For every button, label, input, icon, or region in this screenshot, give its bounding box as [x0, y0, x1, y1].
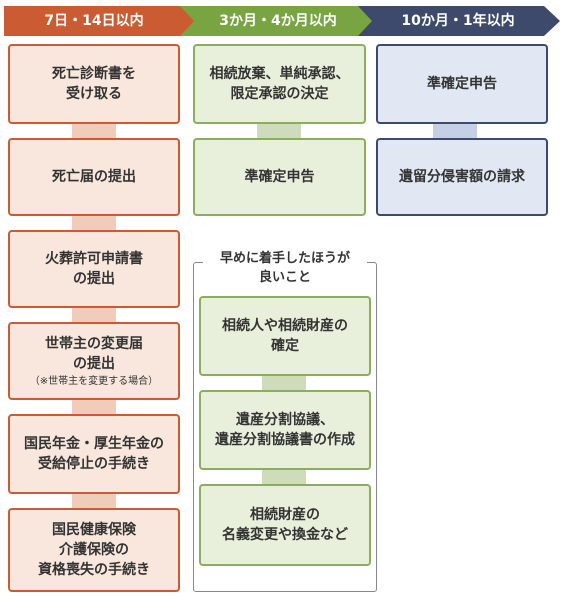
phase-label-2: 3か月・4か月以内 — [219, 13, 337, 29]
step-reserved-portion-claim: 遺留分侵害額の請求 — [376, 138, 548, 216]
step-quasi-tax-return: 準確定申告 — [193, 138, 366, 216]
phase-arrow-1: 7日・14日以内 — [4, 6, 200, 36]
connector — [72, 216, 116, 230]
step-determine-heirs-assets: 相続人や相続財産の 確定 — [199, 296, 371, 376]
connector — [262, 376, 306, 390]
phase-arrow-3: 10か月・1年以内 — [358, 6, 560, 36]
step-division-agreement: 遺産分割協議、 遺産分割協議書の作成 — [199, 390, 371, 470]
connector — [262, 470, 306, 484]
connector — [433, 124, 477, 138]
step-pension-stop: 国民年金・厚生年金の 受給停止の手続き — [8, 414, 180, 494]
step-inheritance-decision: 相続放棄、単純承認、 限定承認の決定 — [193, 44, 366, 124]
step-quasi-tax-return-late: 準確定申告 — [376, 44, 548, 124]
connector — [72, 494, 116, 508]
step-householder-change: 世帯主の変更届 の提出 （※世帯主を変更する場合） — [8, 322, 180, 400]
connector — [72, 400, 116, 414]
phase-label-1: 7日・14日以内 — [44, 13, 144, 29]
step-cremation-permit: 火葬許可申請書 の提出 — [8, 230, 180, 308]
step-death-notification: 死亡届の提出 — [8, 138, 180, 216]
phase-label-3: 10か月・1年以内 — [401, 13, 515, 29]
step-title-transfer: 相続財産の 名義変更や換金など — [199, 484, 371, 566]
connector — [257, 124, 301, 138]
phase-arrow-2: 3か月・4か月以内 — [180, 6, 378, 36]
step-note: （※世帯主を変更する場合） — [29, 375, 159, 387]
connector — [72, 308, 116, 322]
early-action-title: 早めに着手したほうが 良いこと — [203, 249, 367, 287]
step-death-certificate: 死亡診断書を 受け取る — [8, 44, 180, 124]
connector — [72, 124, 116, 138]
step-insurance-loss: 国民健康保険 介護保険の 資格喪失の手続き — [8, 508, 180, 592]
